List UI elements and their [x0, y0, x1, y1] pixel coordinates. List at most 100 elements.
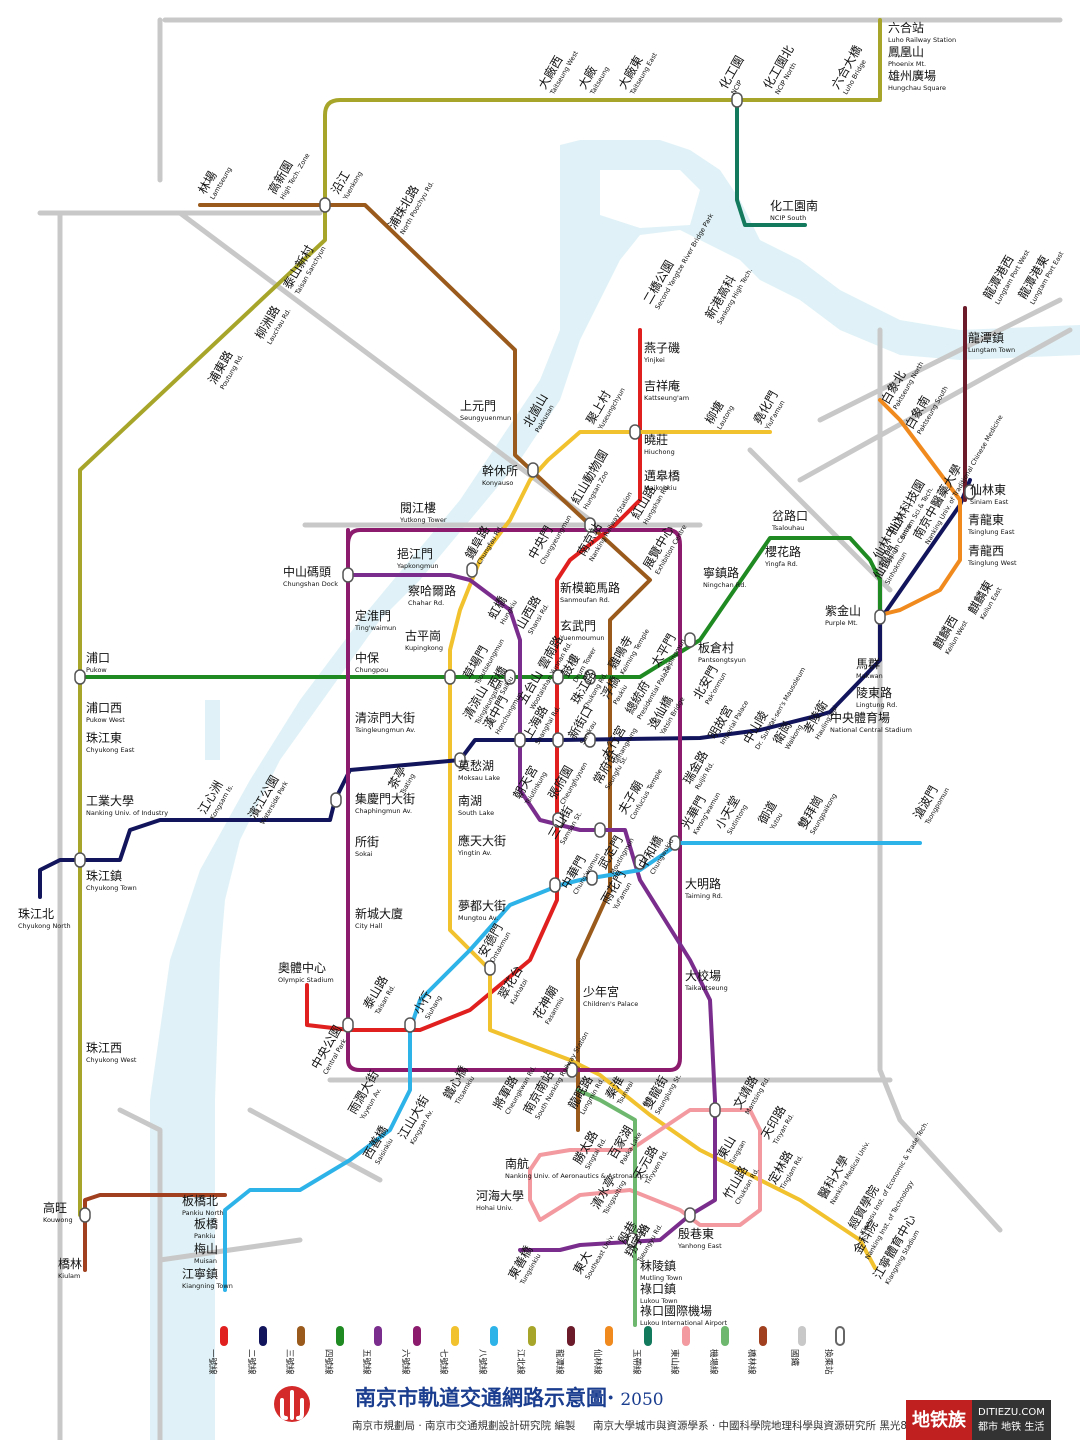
legend-item-lql: 橋林線: [744, 1326, 783, 1375]
lds-route-0: [528, 1108, 762, 1227]
transfer-station-marker[interactable]: [74, 852, 86, 868]
transfer-station-marker[interactable]: [79, 1207, 91, 1223]
station-name-en: Moksau Lake: [458, 774, 500, 782]
station-name-zh: 莫愁湖: [458, 758, 494, 773]
station-name-zh: 青龍東: [968, 512, 1004, 527]
transfer-station-marker[interactable]: [731, 92, 743, 108]
station-name-zh: 橋林: [58, 1257, 82, 1271]
transfer-station-marker[interactable]: [552, 669, 564, 685]
transfer-station-marker[interactable]: [629, 424, 641, 440]
transfer-station-marker[interactable]: [586, 870, 598, 886]
transfer-station-marker[interactable]: [964, 484, 976, 500]
station-name-en: Siniam East: [970, 498, 1009, 506]
station-name-en: Nanking Univ. of Aeronautics & Astronaut…: [505, 1172, 649, 1180]
legend-label: 七號線: [438, 1349, 449, 1375]
transfer-station-marker[interactable]: [552, 732, 564, 748]
legend-label: 六號線: [399, 1349, 410, 1375]
transfer-station-marker[interactable]: [330, 792, 342, 808]
station-name-zh: 高旺: [43, 1200, 67, 1215]
l6-route-0: [346, 528, 682, 1072]
station-name-zh: 應天大街: [458, 833, 506, 848]
station-name-zh: 雄州廣場: [888, 68, 936, 83]
legend-swatch: [451, 1326, 460, 1346]
station-name-en: Sokai: [355, 850, 373, 858]
transfer-station-marker[interactable]: [404, 1017, 416, 1033]
transfer-station-marker[interactable]: [342, 567, 354, 583]
ljc-route-0: [576, 1088, 637, 1327]
transfer-station-marker[interactable]: [319, 197, 331, 213]
transfer-station-marker[interactable]: [874, 609, 886, 625]
transfer-station-marker[interactable]: [527, 462, 539, 478]
transfer-station-marker[interactable]: [669, 835, 681, 851]
legend-item-l3: 三號線: [282, 1326, 321, 1375]
transfer-station-marker[interactable]: [584, 732, 596, 748]
transfer-station-marker[interactable]: [709, 1102, 721, 1118]
legend-swatch: [759, 1326, 768, 1346]
transfer-station-marker[interactable]: [484, 960, 496, 976]
station-name-en: Kiangning Town: [182, 1282, 233, 1290]
station-name-zh: 仙林東: [970, 483, 1006, 497]
station-name-zh: 邁皋橋: [644, 468, 680, 483]
watermark-main: 地铁族: [906, 1400, 972, 1440]
transfer-station-marker[interactable]: [584, 517, 596, 533]
transfer-station-marker[interactable]: [444, 669, 456, 685]
station-name-zh: 陵東路: [856, 685, 892, 700]
transfer-station-marker[interactable]: [684, 1207, 696, 1223]
station-name-en: Yapkongmun: [396, 562, 439, 570]
transfer-station-marker[interactable]: [504, 669, 516, 685]
legend-label: 五號線: [361, 1349, 372, 1375]
legend-item-lgt: 國鐵: [783, 1326, 822, 1372]
transfer-station-marker[interactable]: [74, 669, 86, 685]
transfer-station-marker[interactable]: [466, 562, 478, 578]
transfer-station-marker[interactable]: [626, 1232, 638, 1248]
transfer-station-marker[interactable]: [584, 669, 596, 685]
station-name-zh: 集慶門大街: [355, 791, 415, 806]
legend-label: 橋林線: [746, 1349, 757, 1375]
transfer-station-marker[interactable]: [634, 854, 646, 870]
station-name-zh: 少年宮: [583, 984, 619, 999]
legend-swatch: [605, 1326, 614, 1346]
station-name-en: Kouwong: [43, 1216, 73, 1224]
l3-route-0: [198, 203, 652, 1132]
transfer-station-marker[interactable]: [514, 732, 526, 748]
transfer-station-marker[interactable]: [566, 1062, 578, 1078]
transfer-station-marker[interactable]: [594, 822, 606, 838]
transfer-station-marker[interactable]: [684, 632, 696, 648]
legend-item-llt: 龍潭線: [552, 1326, 591, 1375]
station-name-zh: 河海大學: [476, 1188, 524, 1203]
station-name-zh: 馬群: [856, 657, 880, 671]
transfer-station-marker[interactable]: [342, 1017, 354, 1033]
station-name-en: City Hall: [355, 922, 382, 930]
transfer-station-marker[interactable]: [552, 812, 564, 828]
legend-item-l2: 二號線: [244, 1326, 283, 1375]
transfer-station-marker[interactable]: [454, 752, 466, 768]
transfer-station-marker[interactable]: [549, 877, 561, 893]
